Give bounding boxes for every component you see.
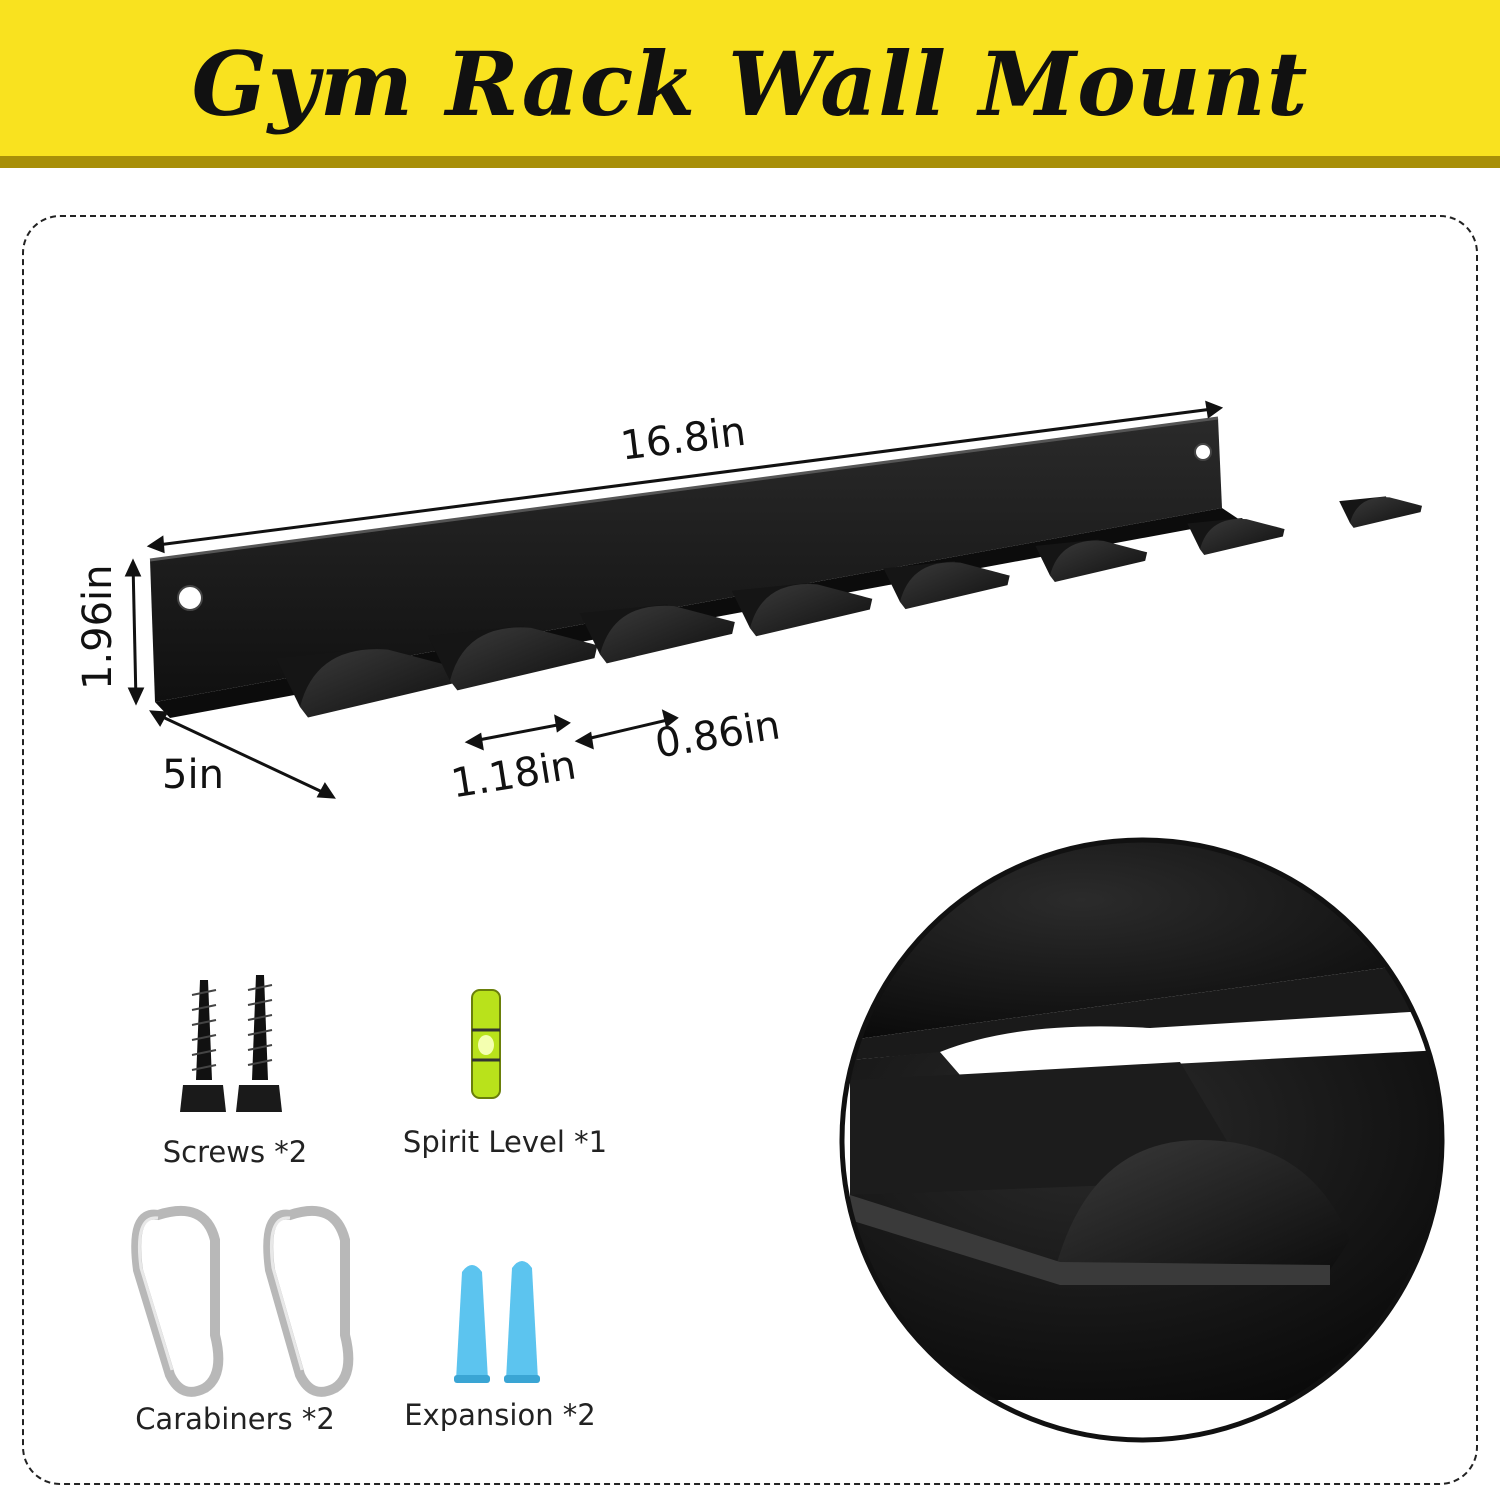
rack-hooks <box>276 496 1422 718</box>
accessory-label-spirit-level: Spirit Level *1 <box>402 1125 608 1159</box>
screw-icon <box>180 975 282 1112</box>
expansion-anchor-icon <box>454 1261 540 1383</box>
hook-lip <box>750 583 873 637</box>
dimension-height-label: 1.96in <box>75 564 121 690</box>
spirit-level-icon <box>471 989 501 1099</box>
hook-lip <box>450 627 598 691</box>
accessory-label-expansion: Expansion *2 <box>404 1398 596 1432</box>
title-banner: Gym Rack Wall Mount <box>0 0 1500 168</box>
page-title: Gym Rack Wall Mount <box>191 32 1309 136</box>
dimension-depth-label: 5in <box>162 752 224 798</box>
zoom-circle-border <box>839 837 1445 1443</box>
hook-lip <box>900 562 1010 610</box>
rack-back-plate <box>150 418 1222 702</box>
hook-lip <box>1350 497 1422 528</box>
accessory-label-carabiners: Carabiners *2 <box>135 1402 335 1436</box>
hook-lip <box>1200 518 1285 555</box>
mounting-hole-right <box>1194 443 1212 461</box>
product-frame <box>22 215 1478 1485</box>
hook-lip <box>600 605 735 664</box>
dimension-arrows <box>124 400 1224 799</box>
accessory-label-screws: Screws *2 <box>162 1135 308 1169</box>
carabiner-icon <box>131 1205 354 1397</box>
mounting-hole-left <box>177 585 203 611</box>
hook-lip <box>1050 540 1148 583</box>
hook-lip <box>300 649 460 718</box>
zoom-detail <box>842 840 1442 1440</box>
